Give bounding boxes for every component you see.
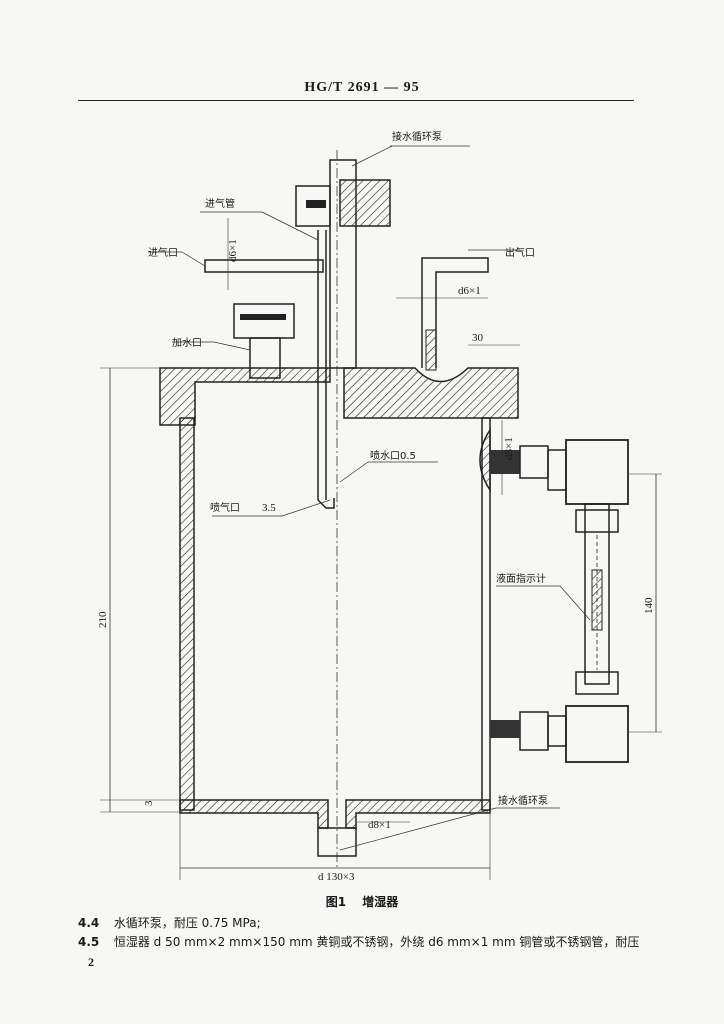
fill-port-cap bbox=[233, 303, 295, 339]
upper-side-boss bbox=[479, 427, 491, 493]
gas-outlet-pipe bbox=[421, 257, 489, 368]
dim-3: 3 bbox=[143, 800, 155, 806]
label-fill-port: 加水口 bbox=[172, 337, 202, 349]
clause-4-5: 4.5 恒湿器 d 50 mm×2 mm×150 mm 黄铜或不锈钢，外绕 d6… bbox=[78, 933, 678, 950]
header-rule bbox=[78, 100, 634, 101]
label-inlet-pipe: 进气管 bbox=[205, 197, 235, 210]
top-nut bbox=[339, 179, 391, 227]
lid-flange-right bbox=[343, 367, 519, 419]
dim-width: d 130×3 bbox=[318, 871, 355, 883]
bottom-outlet-pipe bbox=[317, 827, 357, 857]
figure-caption: 图1 增湿器 bbox=[0, 893, 724, 910]
dim-d6x1-horizontal: d6×1 bbox=[458, 285, 481, 297]
clause-number: 4.4 bbox=[78, 916, 100, 930]
caption-number: 图1 bbox=[325, 895, 347, 909]
dim-210: 210 bbox=[97, 611, 109, 628]
label-level-gauge: 液面指示计 bbox=[496, 572, 546, 585]
clause-text: 水循环泵，耐压 0.75 MPa; bbox=[113, 916, 261, 930]
label-spray-water: 喷水口0.5 bbox=[370, 450, 416, 462]
clause-text: 恒湿器 d 50 mm×2 mm×150 mm 黄铜或不锈钢，外绕 d6 mm×… bbox=[113, 935, 640, 949]
label-pump-bottom: 接水循环泵 bbox=[498, 794, 548, 807]
upper-gauge-block bbox=[565, 439, 629, 505]
lid-flange-left bbox=[159, 367, 331, 426]
dim-gas-3-5: 3.5 bbox=[262, 502, 276, 514]
label-pump-top: 接水循环泵 bbox=[392, 130, 442, 143]
lower-gauge-block bbox=[565, 705, 629, 763]
label-outlet-port: 出气口 bbox=[505, 246, 535, 259]
label-spray-gas: 喷气口 bbox=[210, 501, 240, 514]
dim-140: 140 bbox=[643, 597, 655, 614]
standard-code: HG/T 2691 — 95 bbox=[304, 80, 420, 95]
vessel-wall-left bbox=[179, 417, 195, 811]
label-inlet-port: 进气口 bbox=[148, 246, 178, 259]
page-number: 2 bbox=[88, 955, 94, 969]
level-gauge-glass bbox=[584, 503, 610, 685]
central-tube bbox=[329, 159, 357, 369]
fill-port-neck bbox=[249, 337, 281, 379]
dim-d8x1-vertical: d8×1 bbox=[503, 437, 515, 460]
caption-title: 增湿器 bbox=[362, 895, 399, 909]
clause-number: 4.5 bbox=[78, 935, 100, 949]
dim-30: 30 bbox=[472, 332, 484, 344]
vessel-bottom bbox=[179, 799, 329, 829]
clause-4-4: 4.4 水循环泵，耐压 0.75 MPa; bbox=[78, 914, 678, 931]
gas-inlet-pipe bbox=[204, 259, 324, 273]
dim-d8x1-bottom: d8×1 bbox=[368, 819, 391, 831]
dim-d6x1-vertical: d6×1 bbox=[227, 239, 239, 262]
